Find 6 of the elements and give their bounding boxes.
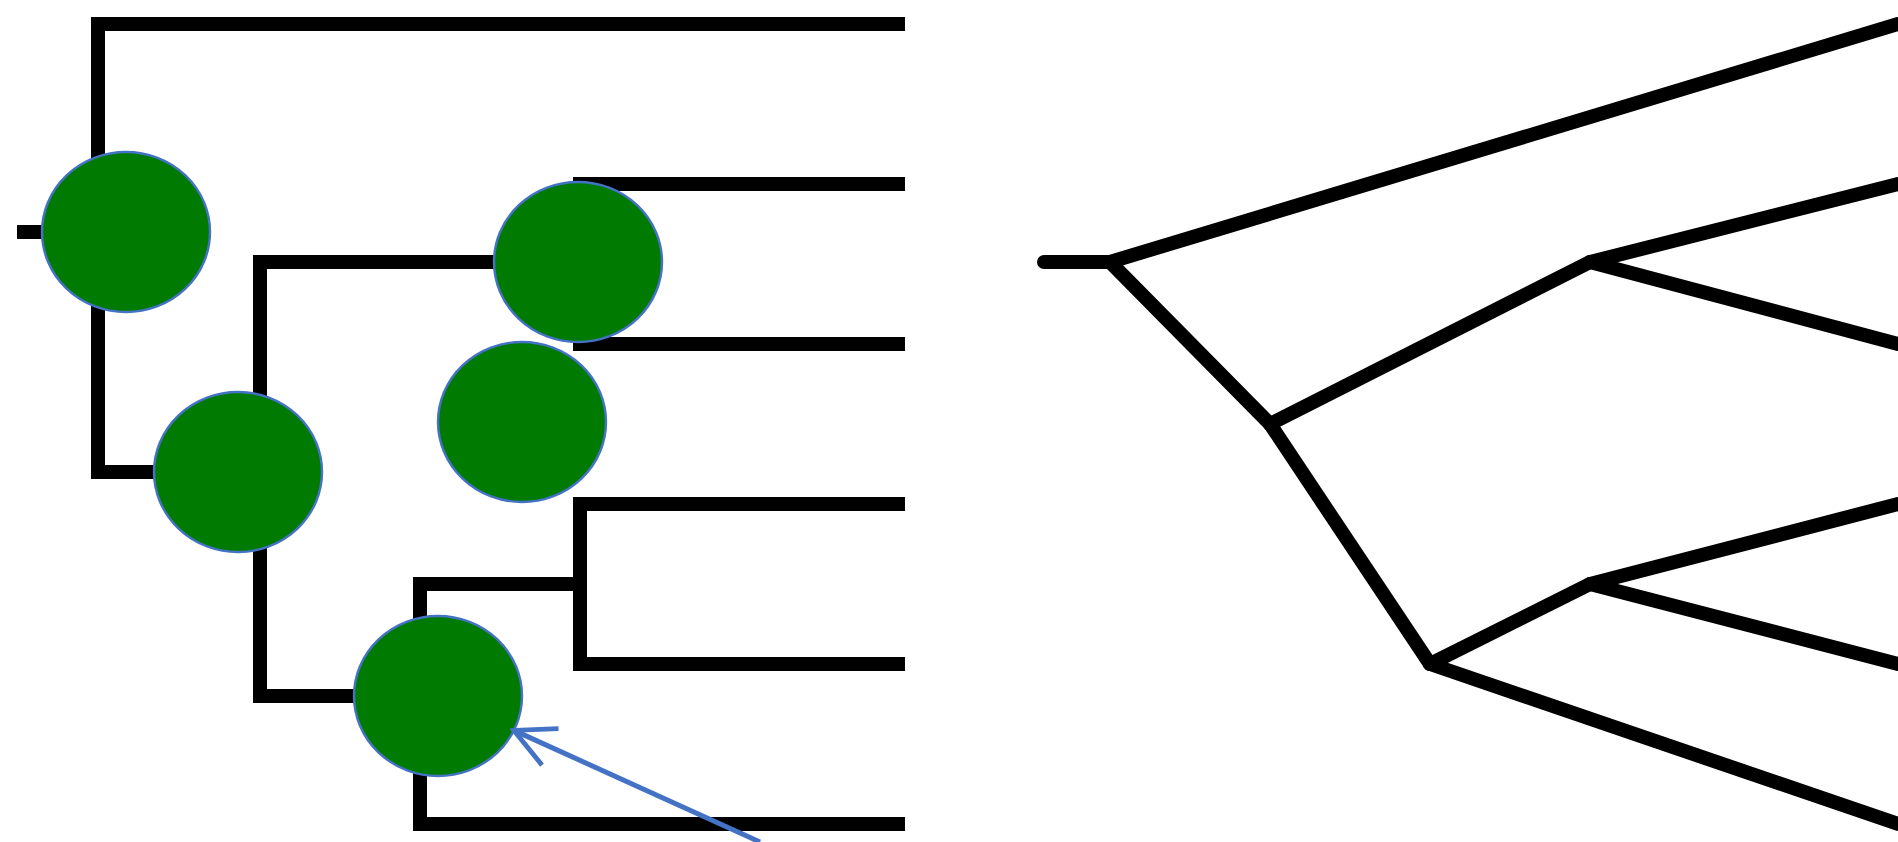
node-circle — [492, 180, 664, 344]
node-circle — [436, 340, 608, 504]
arrow — [511, 726, 762, 842]
node-circle — [40, 150, 212, 314]
node-circle — [352, 614, 524, 778]
node-circle — [152, 390, 324, 554]
